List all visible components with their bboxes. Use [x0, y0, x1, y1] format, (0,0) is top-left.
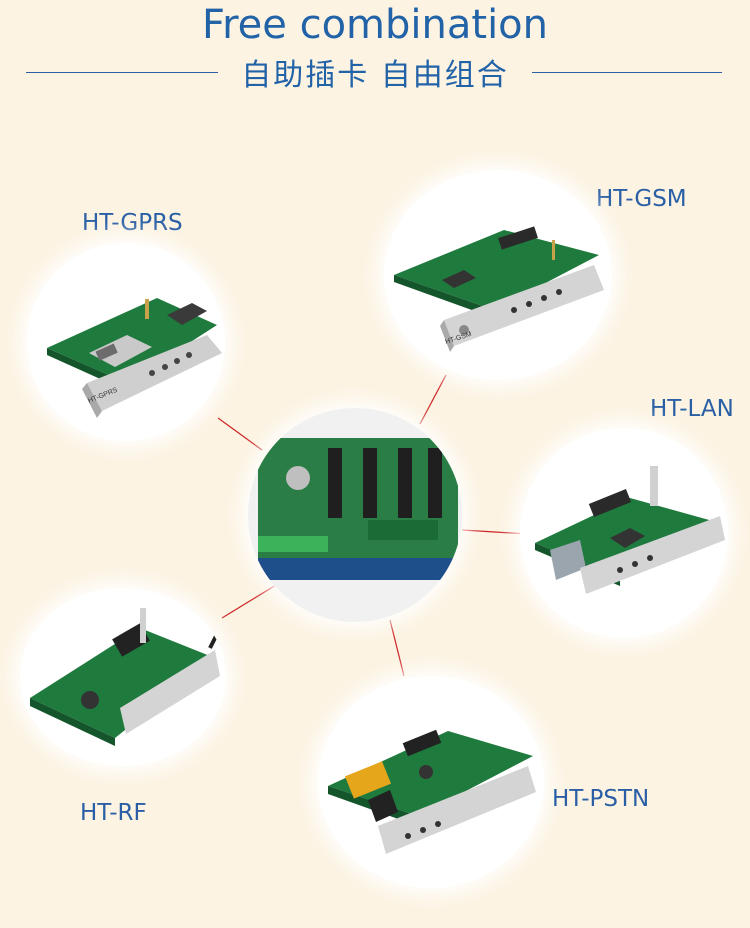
lan-board-illustration: [535, 466, 725, 594]
label-ht-gsm: HT-GSM: [596, 186, 687, 212]
module-photo-ht-lan: [520, 428, 728, 638]
page-title: Free combination: [201, 2, 548, 48]
label-ht-lan: HT-LAN: [650, 396, 734, 422]
rf-board-illustration: [30, 607, 226, 746]
subtitle-left-divider: [26, 72, 218, 73]
label-ht-gprs: HT-GPRS: [82, 210, 183, 236]
module-photo-ht-gsm: HT-GSM: [384, 170, 612, 380]
gsm-board-illustration: HT-GSM: [394, 226, 604, 352]
main-board-illustration: [248, 408, 462, 622]
gprs-board-illustration: HT-GPRS: [47, 298, 222, 418]
connector-gsm: [419, 374, 447, 425]
module-photo-ht-pstn: [318, 676, 544, 888]
label-ht-rf: HT-RF: [80, 800, 147, 826]
module-photo-ht-gprs: HT-GPRS: [27, 243, 225, 441]
main-board-photo: [248, 408, 462, 622]
pstn-board-illustration: [328, 729, 536, 854]
connector-gprs: [217, 417, 263, 451]
module-photo-ht-rf: [20, 588, 226, 766]
connector-pstn: [389, 619, 405, 677]
page-subtitle: 自助插卡 自由组合: [241, 58, 509, 93]
label-ht-pstn: HT-PSTN: [552, 786, 650, 812]
connector-lan: [461, 529, 529, 535]
subtitle-right-divider: [532, 72, 722, 73]
subtitle-row: 自助插卡 自由组合: [0, 48, 750, 93]
connector-rf: [221, 584, 277, 619]
